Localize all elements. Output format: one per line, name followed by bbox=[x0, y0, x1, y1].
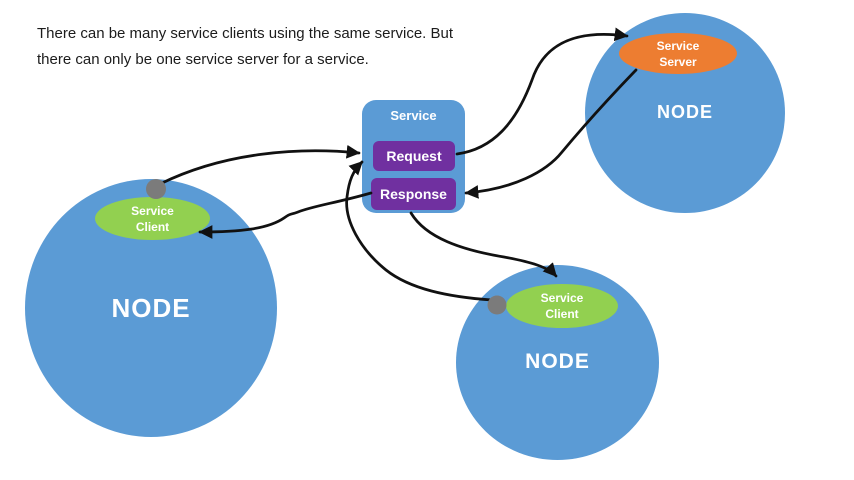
service-box: Service Request Response bbox=[362, 100, 465, 213]
service-client-bottom-label-line1: Service bbox=[540, 291, 584, 305]
service-client-bottom-label-line2: Client bbox=[545, 307, 579, 321]
service-client-left-label-line1: Service bbox=[131, 203, 174, 218]
service-box-title: Service bbox=[390, 108, 437, 123]
caption-line-2: there can only be one service server for… bbox=[37, 51, 369, 68]
request-box: Request bbox=[373, 141, 455, 171]
service-server: Service Server bbox=[619, 33, 737, 74]
request-label: Request bbox=[386, 148, 442, 164]
node-left: Service Client NODE bbox=[25, 179, 277, 437]
service-client-left: Service Client bbox=[95, 197, 210, 240]
caption: There can be many service clients using … bbox=[37, 21, 487, 73]
response-box: Response bbox=[371, 178, 456, 210]
node-right: Service Server NODE bbox=[585, 13, 785, 213]
node-bottom-label: NODE bbox=[525, 350, 590, 373]
arrow-left-client-to-request bbox=[158, 144, 361, 186]
caption-line-1: There can be many service clients using … bbox=[37, 25, 454, 42]
node-right-label: NODE bbox=[656, 102, 713, 122]
service-server-label-line2: Server bbox=[659, 54, 697, 69]
response-label: Response bbox=[380, 186, 447, 202]
service-client-bottom: Service Client bbox=[506, 284, 618, 328]
node-bottom: Service Client NODE bbox=[456, 265, 659, 460]
service-client-left-label-line2: Client bbox=[135, 219, 170, 234]
service-server-label-line1: Service bbox=[656, 38, 700, 53]
node-left-label: NODE bbox=[111, 293, 191, 323]
